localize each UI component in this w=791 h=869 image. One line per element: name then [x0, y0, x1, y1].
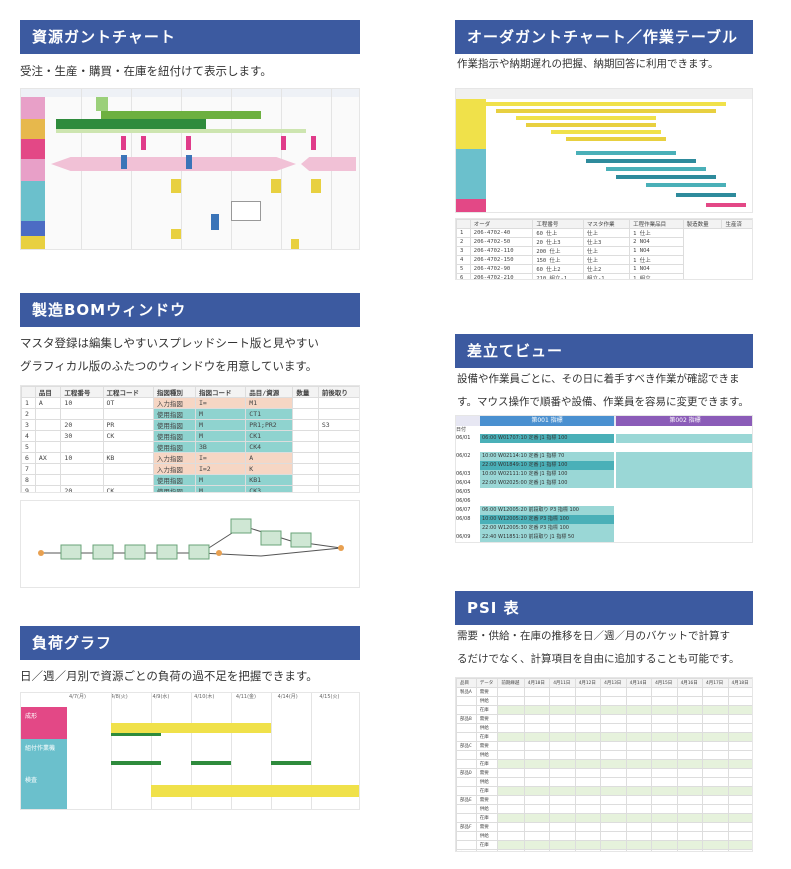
bom-header: 製造BOMウィンドウ: [20, 293, 360, 327]
psi-row: 部品G需要: [456, 849, 752, 851]
psi-header: PSI 表: [455, 591, 753, 625]
dispatch-row[interactable]: 06/05: [456, 488, 752, 497]
bom-graphic: [20, 500, 360, 588]
psi-row: 供給: [456, 777, 752, 787]
dispatch-row[interactable]: [456, 443, 752, 452]
psi-desc-2: るだけでなく、計算項目を自由に追加することも可能です。: [457, 653, 740, 665]
dispatch-row[interactable]: 22:00 W01849:10 定番 J1 指標 100: [456, 461, 752, 470]
psi-row: 供給: [456, 804, 752, 814]
order-gantt-chart: [455, 88, 753, 213]
resource-gantt-desc: 受注・生産・購買・在庫を紐付けて表示します。: [20, 64, 272, 78]
resource-gantt-screenshot: [20, 88, 360, 250]
psi-row: 在庫: [456, 786, 752, 796]
resource-gantt-header: 資源ガントチャート: [20, 20, 360, 54]
psi-row: 在庫: [456, 759, 752, 769]
psi-row: 在庫: [456, 813, 752, 823]
psi-row: 在庫: [456, 705, 752, 715]
bom-desc-2: グラフィカル版のふたつのウィンドウを用意しています。: [20, 359, 318, 373]
psi-row: 在庫: [456, 840, 752, 850]
load-graph-header: 負荷グラフ: [20, 626, 360, 660]
order-gantt-desc: 作業指示や納期遅れの把握、納期回答に利用できます。: [457, 58, 719, 70]
dispatch-desc-2: す。マウス操作で順番や設備、作業員を容易に変更できます。: [457, 396, 749, 408]
psi-row: 供給: [456, 696, 752, 706]
dispatch-row[interactable]: 06/06: [456, 497, 752, 506]
psi-row: 供給: [456, 831, 752, 841]
load-graph-screenshot: 4/7(月)4/8(火)4/9(水)4/10(木)4/11(金)4/14(月)4…: [20, 692, 360, 810]
psi-row: 在庫: [456, 732, 752, 742]
psi-row: 供給: [456, 723, 752, 733]
psi-row: 供給: [456, 750, 752, 760]
psi-desc-1: 需要・供給・在庫の推移を日／週／月のバケットで計算す: [457, 630, 730, 642]
dispatch-header: 差立てビュー: [455, 334, 753, 368]
dispatch-row[interactable]: 22:00 W12005:30 定番 P3 指標 100: [456, 524, 752, 533]
dispatch-desc-1: 設備や作業員ごとに、その日に着手すべき作業が確認できま: [457, 373, 740, 385]
order-gantt-header: オーダガントチャート／作業テーブル: [455, 20, 753, 54]
bom-desc-1: マスタ登録は編集しやすいスプレッドシート版と見やすい: [20, 336, 319, 350]
load-graph-desc: 日／週／月別で資源ごとの負荷の過不足を把握できます。: [20, 669, 318, 683]
